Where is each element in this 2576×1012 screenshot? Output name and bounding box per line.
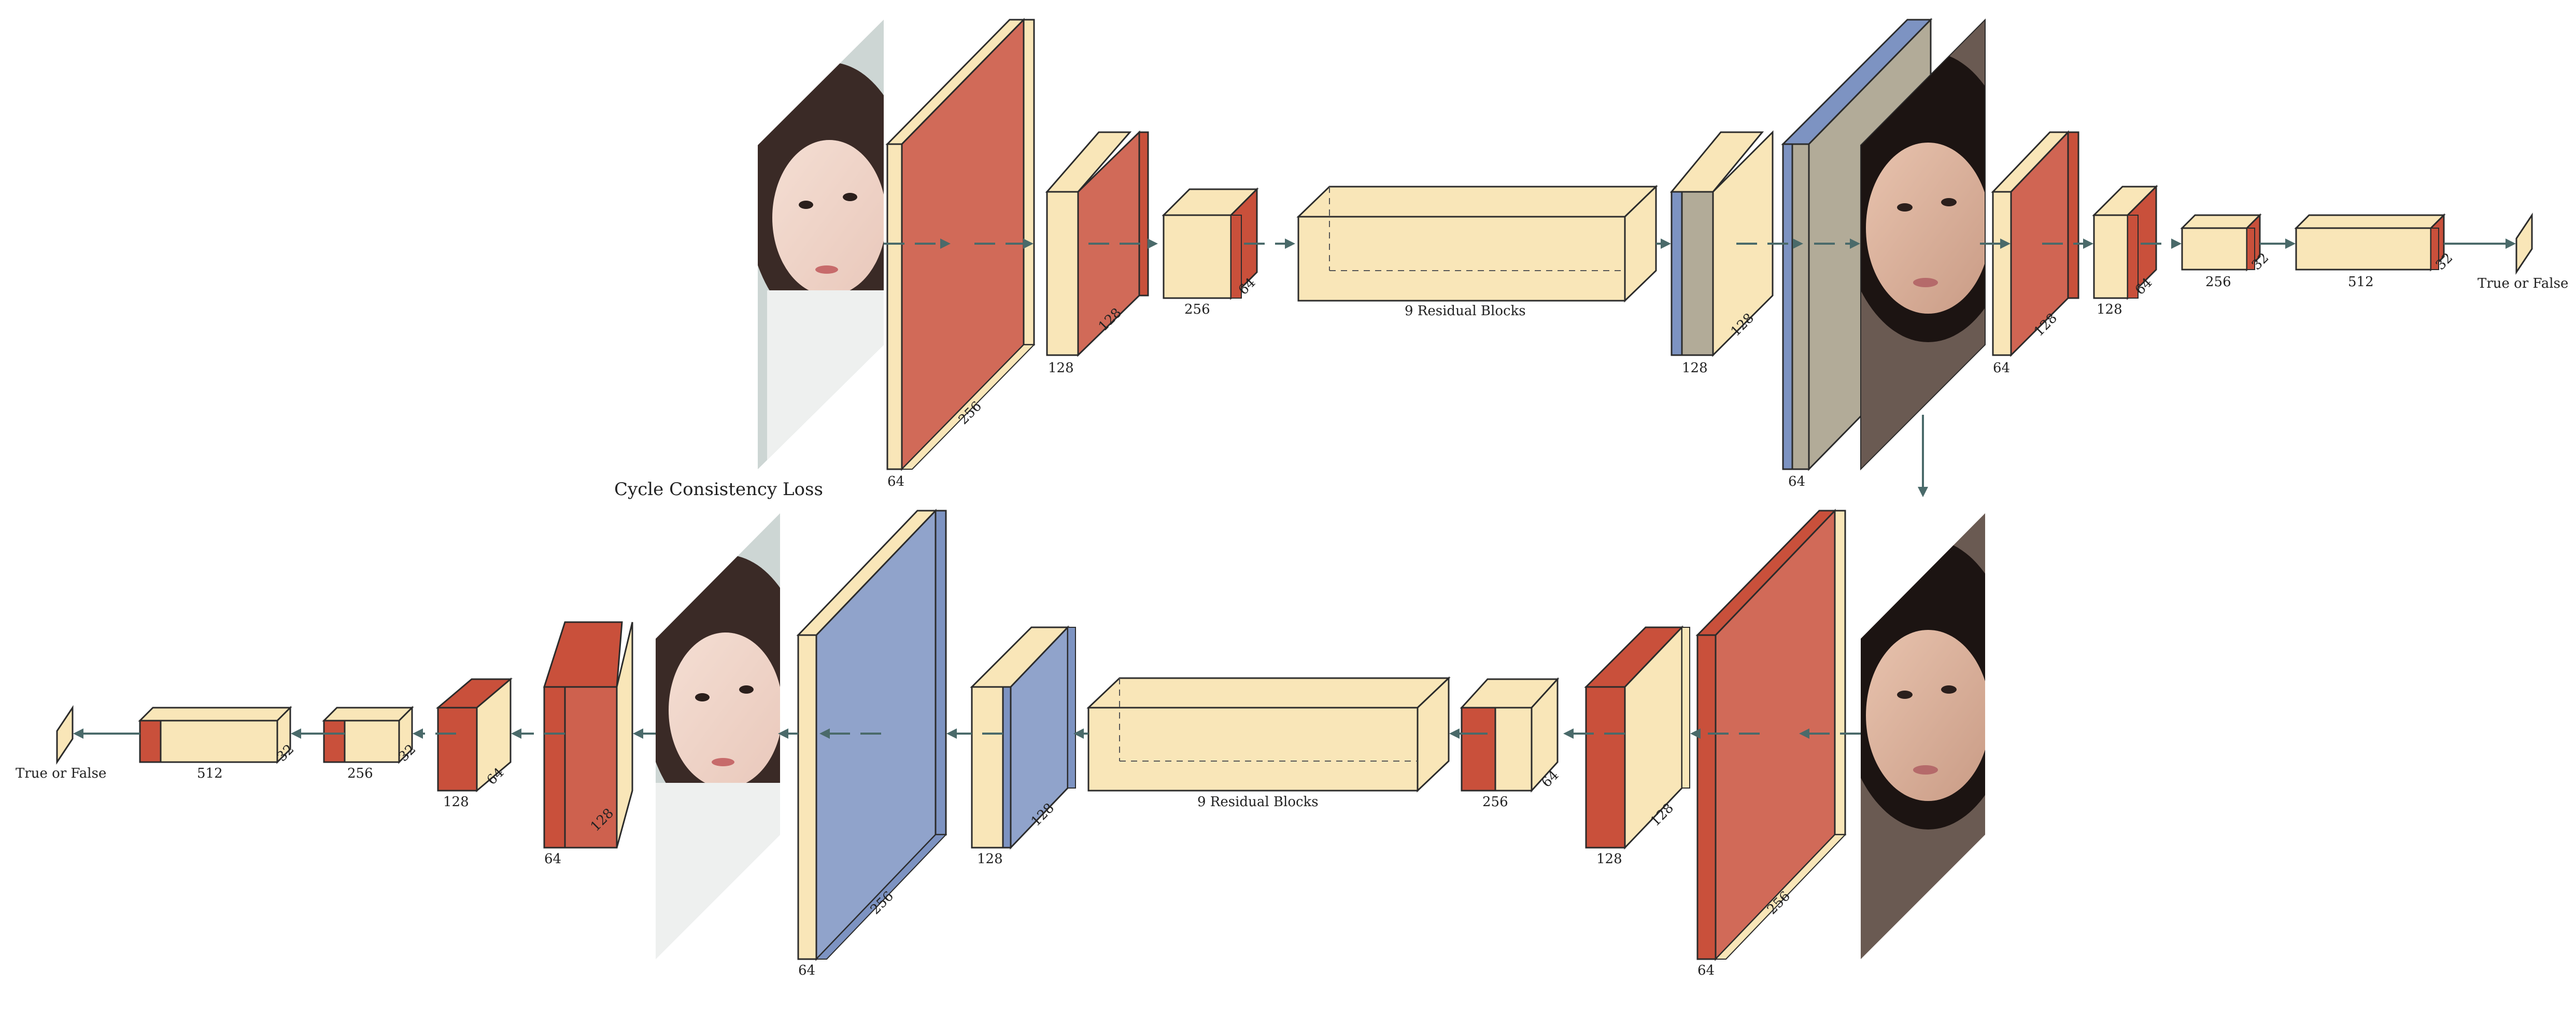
reconstructed-photo-bottom <box>656 513 780 959</box>
top-disc-block-3 <box>2180 213 2262 272</box>
bottom-disc-label-256: 256 <box>347 766 373 781</box>
bottom-label-64a: 64 <box>1697 963 1715 978</box>
top-disc-label-512: 512 <box>2348 274 2374 290</box>
bottom-label-64c: 64 <box>798 963 815 978</box>
top-label-64c: 64 <box>1788 474 1805 489</box>
top-residual-blocks <box>1296 185 1658 303</box>
bottom-dec-block-1 <box>970 625 1076 850</box>
bottom-disc-block-3 <box>322 706 414 764</box>
top-enc-block-1 <box>885 18 1036 471</box>
top-label-64a: 64 <box>887 474 904 489</box>
top-enc-block-3 <box>1162 187 1259 300</box>
top-row: 64 256 128 128 256 64 9 Residual Blocks … <box>758 18 2568 489</box>
bottom-disc-label-128b: 128 <box>443 794 469 810</box>
bottom-enc-block-1 <box>1695 509 1847 961</box>
bottom-disc-block-2 <box>435 677 513 793</box>
bottom-residual-label: 9 Residual Blocks <box>1197 794 1319 810</box>
input-photo-bottom <box>1861 513 1985 959</box>
top-disc-label-64: 64 <box>1993 360 2010 376</box>
top-residual-label: 9 Residual Blocks <box>1405 303 1526 319</box>
face-photo-icon <box>1861 20 1985 469</box>
top-disc-label-256: 256 <box>2205 274 2231 290</box>
bottom-disc-output <box>56 705 74 765</box>
top-label-128c: 128 <box>1682 360 1708 376</box>
generated-photo-top <box>1860 18 1986 471</box>
top-disc-output <box>2515 213 2533 275</box>
top-disc-block-4 <box>2294 213 2446 272</box>
bottom-residual-blocks <box>1086 676 1451 793</box>
cycle-consistency-caption: Cycle Consistency Loss <box>614 479 823 500</box>
bottom-dec-block-2 <box>796 509 947 961</box>
bottom-disc-label-512: 512 <box>197 766 223 781</box>
bottom-label-256b: 256 <box>1482 794 1508 810</box>
bottom-label-128a: 128 <box>1596 851 1622 867</box>
bottom-label-128c: 128 <box>977 851 1003 867</box>
bottom-disc-label-64: 64 <box>544 851 561 867</box>
bottom-row: 64 256 128 128 256 64 9 Residual Blocks … <box>16 509 1985 978</box>
top-disc-block-1 <box>1991 130 2079 357</box>
bottom-disc-block-4 <box>138 706 292 764</box>
top-label-256b: 256 <box>1184 302 1210 317</box>
bottom-disc-block-1 <box>543 621 633 849</box>
top-disc-block-2 <box>2092 185 2158 300</box>
top-label-128a: 128 <box>1048 360 1074 376</box>
bottom-enc-block-2 <box>1584 625 1690 850</box>
bottom-output-label: True or False <box>16 766 106 781</box>
top-dec-block-1 <box>1669 130 1774 357</box>
top-disc-label-128b: 128 <box>2097 302 2122 317</box>
top-output-label: True or False <box>2478 276 2568 291</box>
face-photo-icon <box>656 513 780 959</box>
bottom-enc-block-3 <box>1460 677 1560 793</box>
face-photo-icon <box>1861 513 1985 959</box>
